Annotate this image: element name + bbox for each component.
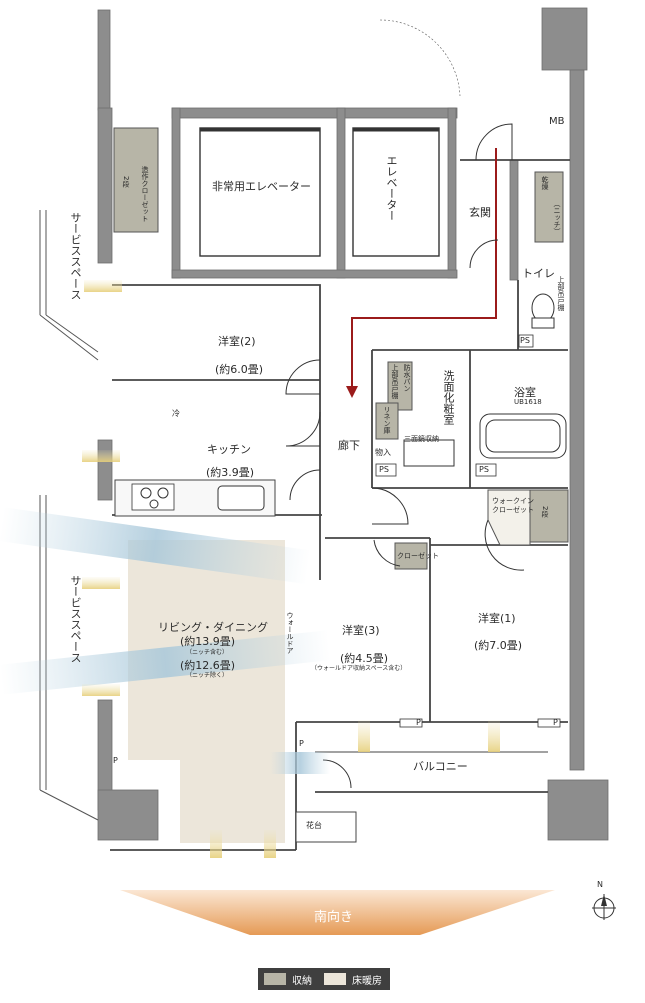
upper-cabinet-label: 上部吊戸棚 [391, 364, 399, 399]
bathtub [479, 413, 567, 459]
elevator-core-wall-bottom [171, 269, 458, 279]
left-upper-wall [97, 107, 113, 264]
flower-stand-label: 花台 [306, 821, 322, 830]
waterproof-pan-storage [387, 361, 413, 411]
western1-size: (約7.0畳) [474, 639, 523, 652]
western3-size: (約4.5畳) [340, 652, 389, 665]
p-balcony2-label: P [553, 718, 558, 727]
corridor-label: 廊下 [338, 439, 360, 452]
western3-label: 洋室(3) [342, 624, 380, 637]
bath-label: 浴室 [514, 386, 536, 399]
emergency-elevator-label: 非常用エレベーター [212, 180, 311, 193]
walkin-closet-label: ウォークインクローゼット [492, 497, 534, 514]
storage-areas [113, 127, 569, 570]
ps-toilet: PS [520, 336, 530, 345]
dryer-label: 乾燥 [541, 176, 549, 190]
ld-size1: (約13.9畳) [180, 635, 236, 648]
bath-spec: UB1618 [514, 398, 542, 406]
walkin-closet [487, 489, 531, 546]
kitchen-label: キッチン [207, 443, 251, 456]
flower-stand [295, 811, 357, 843]
south-direction-label: 南向き [314, 910, 354, 925]
walkin-entry-shelf: 2段 [122, 176, 130, 188]
south-direction-band [120, 890, 555, 935]
balcony-elements [295, 751, 548, 843]
elevator-shaft [352, 127, 440, 257]
route-arrowhead [346, 386, 358, 398]
ld-size2: (約12.6畳) [180, 659, 236, 672]
toilet-cabinet-label: 上部吊戸棚 [557, 276, 565, 311]
closet-label: クローゼット [397, 552, 439, 560]
door-swings [285, 123, 525, 789]
ld-label: リビング・ダイニング [158, 621, 268, 634]
ps-bath: PS [479, 465, 489, 474]
compass-icon [592, 894, 616, 920]
mirror-storage-label: 三面鏡収納 [404, 435, 439, 443]
closet-storage [394, 542, 428, 570]
compass-n-label: N [597, 880, 603, 889]
p-balcony1-label: P [416, 718, 421, 727]
sunlight-markers [82, 280, 500, 858]
niche-label: （ニッチ） [553, 200, 561, 235]
bottom-right-column [547, 779, 609, 841]
western2-size: (約6.0畳) [215, 363, 264, 376]
balcony-label: バルコニー [413, 760, 468, 773]
linen-storage [375, 402, 399, 440]
ps-boxes [375, 334, 561, 728]
emergency-elevator-shaft [199, 127, 321, 257]
legend-floor-heating-swatch [324, 973, 346, 985]
service-space-lower-label: サービススペース [69, 575, 82, 663]
toilet-label: トイレ [522, 267, 555, 280]
genkan-label: 玄関 [469, 206, 491, 219]
washroom-label: 洗面化粧室 [442, 370, 455, 425]
elevator-shafts [199, 127, 440, 257]
wall-door-label: ウォールドア [286, 612, 294, 654]
washbasin [403, 439, 455, 467]
entry-route-arrow [351, 148, 497, 392]
walkin-entry-label: 造作クローゼット [141, 166, 149, 222]
mb-label: MB [549, 116, 565, 127]
waterproof-pan-label: 防水パン [403, 364, 411, 392]
sink [217, 485, 265, 511]
legend-floor-heating-label: 床暖房 [352, 975, 382, 987]
legend-storage-label: 収納 [292, 975, 312, 987]
right-outer-wall [569, 69, 585, 771]
storage-small-label: 物入 [375, 448, 391, 457]
linen-label: リネン庫 [383, 406, 391, 434]
walkin-closet-entry [113, 127, 159, 233]
walkin-closet-storage [529, 489, 569, 543]
legend-storage-swatch [264, 973, 286, 985]
western1-label: 洋室(1) [478, 612, 516, 625]
bath-fixtures [403, 293, 567, 467]
entrance-arc [379, 19, 461, 97]
dryer-niche [534, 171, 564, 243]
elevator-label: エレベーター [385, 155, 398, 221]
bottom-left-column [97, 789, 159, 841]
western3-note: （ウォールドア収納スペース含む） [311, 665, 407, 672]
western2-label: 洋室(2) [218, 335, 256, 348]
service-space-upper-label: サービススペース [69, 212, 82, 300]
ld-note1: （ニッチ含む） [186, 649, 229, 656]
ps-corridor: PS [379, 465, 389, 474]
floor-heating-area [128, 540, 285, 843]
stove [131, 483, 175, 511]
walkin-closet-shelf: 2段 [541, 506, 549, 518]
fridge-label: 冷 [172, 409, 180, 418]
p-left-label: P [113, 756, 118, 765]
p-entry-label: P [299, 739, 304, 748]
kitchen-counter [114, 479, 276, 517]
legend: 収納 床暖房 [258, 968, 390, 990]
top-right-column [541, 7, 588, 71]
ld-note2: （ニッチ除く） [186, 672, 229, 679]
kitchen-size: (約3.9畳) [206, 466, 255, 479]
ventilation-breeze [0, 507, 331, 774]
